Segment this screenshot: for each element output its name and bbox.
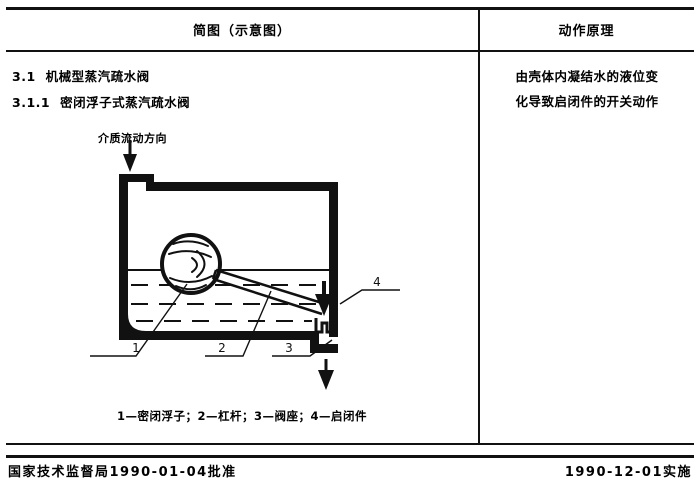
section-number-3-1-1: 3.1.1 [12, 95, 51, 110]
table-header-separator [6, 50, 694, 52]
valve-flow-arrow [315, 281, 333, 316]
flow-direction-label: 介质流动方向 [98, 132, 167, 145]
section-title-3-1-1: 密闭浮子式蒸汽疏水阀 [60, 95, 191, 110]
table-bottom-border [6, 443, 694, 445]
footer-implementation-text: 1990-12-01实施 [564, 465, 692, 480]
table-top-border [6, 7, 694, 10]
principle-line-2: 化导致启闭件的开关动作 [515, 94, 659, 109]
column-header-principle: 动作原理 [558, 24, 615, 39]
callout-leaders [90, 283, 400, 357]
section-title-3-1: 机械型蒸汽疏水阀 [45, 69, 150, 84]
callout-number-4: 4 [373, 275, 381, 289]
footer-top-border [6, 455, 694, 458]
valve-seat-detail [314, 318, 335, 334]
lever-arm [211, 268, 323, 316]
callout-number-2: 2 [218, 341, 226, 355]
closed-float-ball [160, 233, 222, 295]
table-column-divider [478, 8, 480, 444]
inlet-flow-arrow [123, 140, 137, 172]
condensate-hatching [131, 284, 320, 322]
column-header-diagram: 简图（示意图） [192, 24, 291, 39]
callout-number-3: 3 [285, 341, 293, 355]
section-heading-3-1-1: 3.1.1 密闭浮子式蒸汽疏水阀 [12, 92, 190, 111]
footer-approval-text: 国家技术监督局1990-01-04批准 [8, 465, 237, 480]
outlet-flow-arrow [318, 359, 334, 390]
section-heading-3-1: 3.1 机械型蒸汽疏水阀 [12, 66, 150, 85]
principle-line-1: 由壳体内凝结水的液位变 [515, 69, 659, 84]
steam-trap-diagram: 1 2 3 4 [0, 118, 478, 438]
principle-text: 由壳体内凝结水的液位变 化导致启闭件的开关动作 [486, 64, 688, 114]
section-number-3-1: 3.1 [12, 69, 36, 84]
callout-number-1: 1 [132, 341, 140, 355]
trap-housing-outline [119, 174, 338, 353]
diagram-legend: 1—密闭浮子；2—杠杆；3—阀座；4—启闭件 [116, 409, 367, 423]
